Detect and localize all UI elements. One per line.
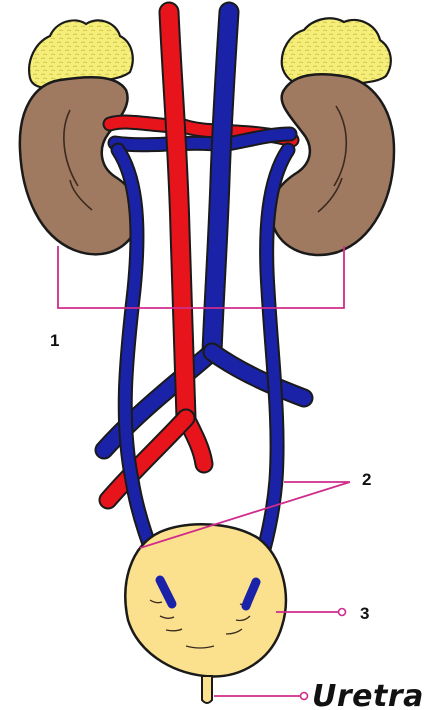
urethra (202, 676, 212, 703)
bladder-pointer-dot (339, 609, 346, 616)
label-kidneys: 1 (50, 331, 59, 350)
bladder (125, 524, 285, 676)
label-bladder: 3 (360, 604, 369, 623)
label-ureters: 2 (362, 470, 371, 489)
urethra-pointer-dot (301, 693, 308, 700)
label-urethra: Uretra (312, 679, 424, 710)
right-kidney (271, 74, 394, 255)
